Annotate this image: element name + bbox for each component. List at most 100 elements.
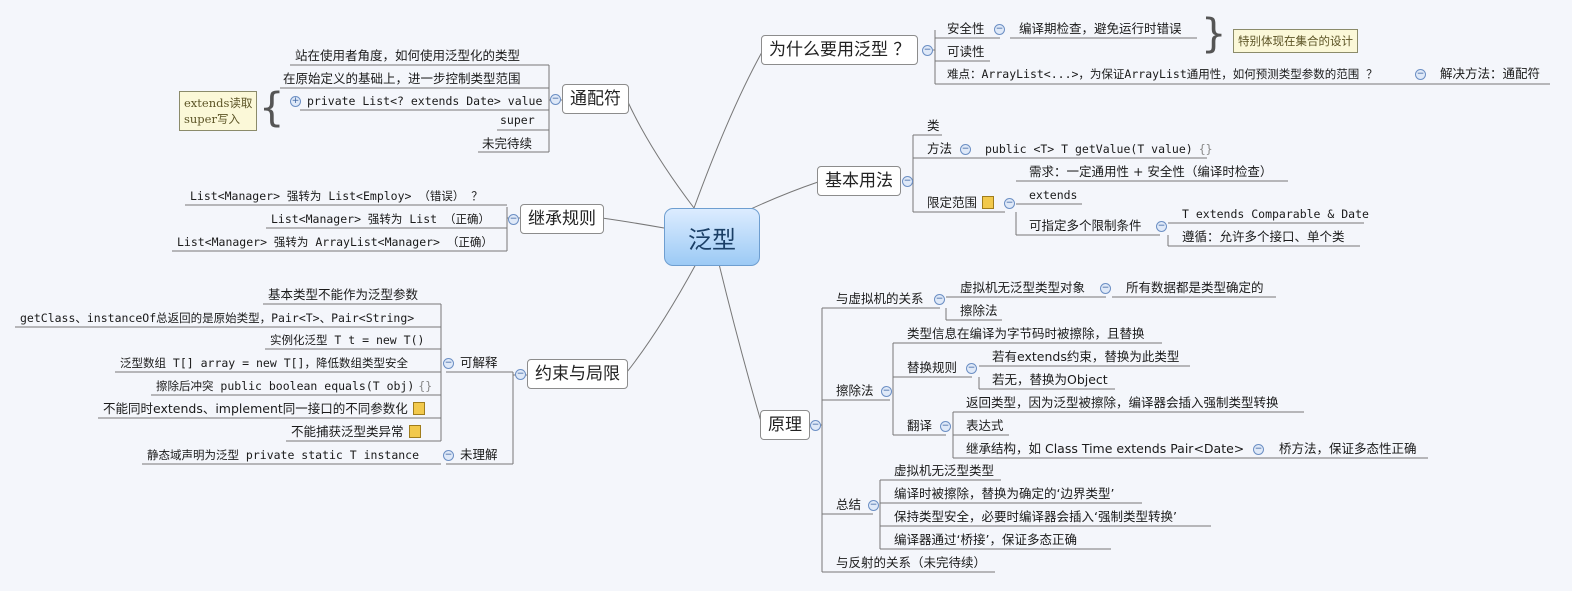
code-brackets-icon: {} xyxy=(418,379,433,393)
erasure-replace-rule[interactable]: 替换规则 xyxy=(907,360,958,375)
why-difficulty-solution[interactable]: 解决方法：通配符 xyxy=(1440,66,1541,81)
summary-item[interactable]: 虚拟机无泛型类型 xyxy=(894,463,995,478)
principle-summary[interactable]: 总结 xyxy=(836,497,862,512)
inherit-item[interactable]: List<Manager> 强转为 List<Employ> （错误） ？ xyxy=(190,189,483,203)
collapse-toggle[interactable]: − xyxy=(1156,221,1167,232)
range-multi-b[interactable]: 遵循：允许多个接口、单个类 xyxy=(1182,229,1345,244)
basic-method[interactable]: 方法 xyxy=(927,141,953,156)
vm-no-object[interactable]: 虚拟机无泛型类型对象 xyxy=(960,280,1086,295)
replace-with-extends[interactable]: 若有extends约束，替换为此类型 xyxy=(992,349,1180,364)
item-text: 不能同时extends、implement同一接口的不同参数化 xyxy=(103,401,408,416)
wildcard-item[interactable]: 在原始定义的基础上，进一步控制类型范围 xyxy=(283,71,521,86)
code-brackets-icon: {} xyxy=(1198,142,1213,156)
collapse-toggle[interactable]: − xyxy=(922,45,933,56)
topic-why[interactable]: 为什么要用泛型 ？ xyxy=(761,35,919,65)
basic-range[interactable]: 限定范围 xyxy=(927,195,995,211)
limit-explainable[interactable]: 可解释 xyxy=(460,355,498,370)
collapse-toggle[interactable]: − xyxy=(443,450,454,461)
translate-expression[interactable]: 表达式 xyxy=(966,418,1004,433)
item-text: 不能捕获泛型类异常 xyxy=(291,424,404,439)
collapse-toggle[interactable]: − xyxy=(508,214,519,225)
translate-bridge-method[interactable]: 桥方法，保证多态性正确 xyxy=(1279,441,1417,456)
limit-item[interactable]: 擦除后冲突 public boolean equals(T obj){} xyxy=(156,378,432,394)
collapse-toggle[interactable]: − xyxy=(1004,198,1015,209)
collapse-toggle[interactable]: − xyxy=(1253,444,1264,455)
summary-item[interactable]: 保持类型安全，必要时编译器会插入‘强制类型转换’ xyxy=(894,509,1177,524)
collapse-toggle[interactable]: − xyxy=(940,421,951,432)
translate-return-type[interactable]: 返回类型，因为泛型被擦除，编译器会插入强制类型转换 xyxy=(966,395,1279,410)
translate-inheritance[interactable]: 继承结构，如 Class Time extends Pair<Date> xyxy=(966,441,1245,456)
collapse-toggle[interactable]: − xyxy=(515,369,526,380)
connector xyxy=(626,263,697,373)
why-safety[interactable]: 安全性 xyxy=(947,21,985,36)
root-topic[interactable]: 泛型 xyxy=(664,208,760,266)
collapse-toggle[interactable]: − xyxy=(443,358,454,369)
connector xyxy=(718,263,763,426)
expand-toggle[interactable]: + xyxy=(290,96,301,107)
why-readability[interactable]: 可读性 xyxy=(947,44,985,59)
range-need[interactable]: 需求：一定通用性 + 安全性（编译时检查） xyxy=(1029,164,1273,179)
replace-with-object[interactable]: 若无，替换为Object xyxy=(992,372,1108,387)
wildcard-item[interactable]: private List<? extends Date> value xyxy=(307,94,543,108)
limit-item[interactable]: 不能同时extends、implement同一接口的不同参数化 xyxy=(103,401,425,417)
summary-item[interactable]: 编译器通过‘桥接’，保证多态正确 xyxy=(894,532,1077,547)
why-difficulty[interactable]: 难点：ArrayList<...>，为保证ArrayList通用性，如何预测类型… xyxy=(947,67,1378,81)
collapse-toggle[interactable]: − xyxy=(1415,69,1426,80)
connector xyxy=(601,217,665,229)
vm-erasure[interactable]: 擦除法 xyxy=(960,303,998,318)
topic-limitations[interactable]: 约束与局限 xyxy=(527,359,628,389)
topic-basic-usage[interactable]: 基本用法 xyxy=(817,166,901,196)
collapse-toggle[interactable]: − xyxy=(934,294,945,305)
topic-inheritance[interactable]: 继承规则 xyxy=(520,204,604,234)
erasure-info[interactable]: 类型信息在编译为字节码时被擦除，且替换 xyxy=(907,326,1145,341)
basic-class[interactable]: 类 xyxy=(927,118,940,133)
inherit-item[interactable]: List<Manager> 强转为 List （正确） xyxy=(271,212,490,226)
principle-reflection[interactable]: 与反射的关系（未完待续） xyxy=(836,555,987,570)
erasure-translate[interactable]: 翻译 xyxy=(907,418,933,433)
note-line: extends读取 xyxy=(184,96,253,110)
collapse-toggle[interactable]: − xyxy=(868,500,879,511)
summary-item[interactable]: 编译时被擦除，替换为确定的‘边界类型’ xyxy=(894,486,1115,501)
topic-wildcard[interactable]: 通配符 xyxy=(562,84,629,114)
connector xyxy=(693,51,763,209)
wildcard-item[interactable]: 未完待续 xyxy=(482,136,533,151)
item-text: 擦除后冲突 public boolean equals(T obj) xyxy=(156,379,415,393)
collapse-toggle[interactable]: − xyxy=(810,420,821,431)
topic-principle[interactable]: 原理 xyxy=(760,410,810,440)
memo-icon[interactable] xyxy=(982,196,995,209)
range-label: 限定范围 xyxy=(927,195,978,210)
collapse-toggle[interactable]: − xyxy=(902,176,913,187)
range-multi[interactable]: 可指定多个限制条件 xyxy=(1029,218,1142,233)
collapse-toggle[interactable]: − xyxy=(1100,283,1111,294)
why-safety-detail[interactable]: 编译期检查，避免运行时错误 xyxy=(1019,21,1182,36)
range-multi-a[interactable]: T extends Comparable & Date xyxy=(1182,207,1369,221)
limit-not-understood[interactable]: 未理解 xyxy=(460,447,498,462)
note-line: super写入 xyxy=(184,112,240,126)
method-signature: public <T> T getValue(T value) xyxy=(985,142,1193,156)
collapse-toggle[interactable]: − xyxy=(881,386,892,397)
collapse-toggle[interactable]: − xyxy=(994,24,1005,35)
principle-erasure[interactable]: 擦除法 xyxy=(836,383,874,398)
limit-item[interactable]: 基本类型不能作为泛型参数 xyxy=(268,287,419,302)
wildcard-item[interactable]: super xyxy=(500,113,535,127)
note-extends-super[interactable]: extends读取 super写入 xyxy=(179,91,258,131)
limit-item[interactable]: 泛型数组 T[] array = new T[]，降低数组类型安全 xyxy=(120,356,408,370)
collapse-toggle[interactable]: − xyxy=(960,144,971,155)
collapse-toggle[interactable]: − xyxy=(966,363,977,374)
inherit-item[interactable]: List<Manager> 强转为 ArrayList<Manager> （正确… xyxy=(177,235,493,249)
memo-icon[interactable] xyxy=(408,425,421,438)
vm-all-data[interactable]: 所有数据都是类型确定的 xyxy=(1126,280,1264,295)
note-collection-design[interactable]: 特别体现在集合的设计 xyxy=(1233,29,1358,53)
principle-vm[interactable]: 与虚拟机的关系 xyxy=(836,291,924,306)
basic-method-detail[interactable]: public <T> T getValue(T value) {} xyxy=(985,141,1213,157)
range-extends[interactable]: extends xyxy=(1029,188,1078,202)
memo-icon[interactable] xyxy=(412,402,425,415)
collapse-toggle[interactable]: − xyxy=(550,94,561,105)
group-brace-icon: { xyxy=(259,85,285,131)
limit-static-item[interactable]: 静态域声明为泛型 private static T instance xyxy=(147,448,420,462)
limit-item[interactable]: 不能捕获泛型类异常 xyxy=(291,424,421,440)
limit-item[interactable]: getClass、instanceOf总返回的是原始类型，Pair<T>、Pai… xyxy=(20,311,415,325)
wildcard-item[interactable]: 站在使用者角度，如何使用泛型化的类型 xyxy=(295,48,521,63)
limit-item[interactable]: 实例化泛型 T t = new T() xyxy=(270,333,425,347)
